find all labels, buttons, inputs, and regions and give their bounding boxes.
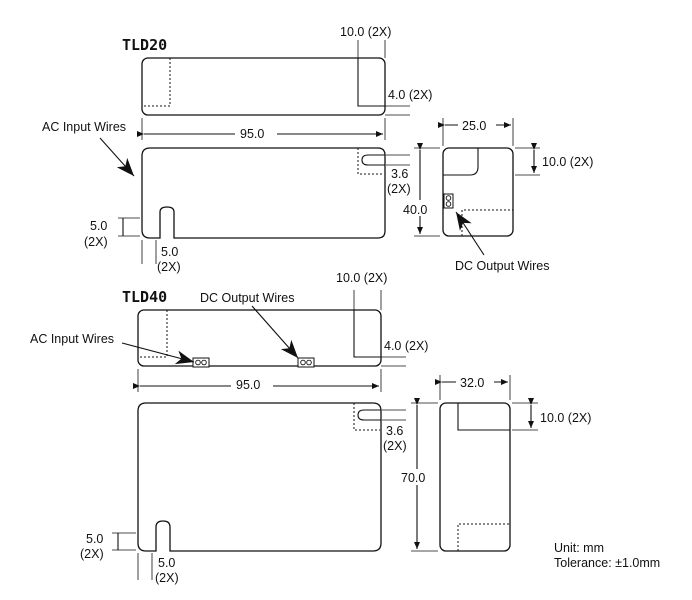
tld40-slot-left-dim-a: 5.0	[86, 532, 103, 546]
tld40-end-width-label-bg	[456, 374, 494, 390]
tld20-length-dim: 95.0	[240, 127, 264, 141]
tld40-end-width-dim: 32.0	[460, 376, 484, 390]
tld20-side-top-dim: 10.0 (2X)	[340, 25, 391, 39]
tld20-end-width-label-bg	[458, 116, 496, 132]
tld20-side-view	[141, 57, 386, 116]
tld20-end-view	[442, 147, 514, 237]
tld40-slot-bottom-dim-a: 5.0	[158, 556, 175, 570]
tld40-ac-input-arrow	[121, 342, 195, 365]
tld20-right-slot	[361, 154, 385, 166]
tld40-ac-pin-1	[195, 359, 201, 366]
tld40-end-right-dim: 10.0 (2X)	[540, 411, 591, 425]
tld40-side-outline	[137, 309, 382, 367]
tld40-slot-bottom-dim-b: (2X)	[155, 571, 179, 585]
tld40-slot-right-dim-b: (2X)	[383, 439, 407, 453]
tld20-side-hidden-line	[143, 58, 171, 107]
tld20-slot-bottom-dim-a: 5.0	[161, 245, 178, 259]
tld20-height-label-bg	[398, 200, 438, 216]
tld20-ac-input-label: AC Input Wires	[42, 120, 126, 134]
tld40-top-outline	[137, 402, 382, 552]
tld40-dc-pin-1	[300, 359, 306, 366]
tld40-height-dim: 70.0	[401, 471, 425, 485]
tld40-section: TLD40 10.0 (2X) DC Output Wires AC Input…	[30, 271, 591, 585]
tld40-right-slot	[357, 409, 381, 421]
tld20-end-flange	[443, 148, 479, 176]
tld20-dc-output-connector	[443, 193, 454, 209]
tld40-end-view	[439, 402, 511, 552]
tld40-side-right-dim: 4.0 (2X)	[384, 339, 428, 353]
tld20-side-flange	[357, 58, 385, 107]
tld40-length-dim: 95.0	[236, 378, 260, 392]
tld20-dc-pin-1	[445, 195, 452, 201]
tld20-top-hidden-line	[357, 148, 384, 175]
tld20-slot-left-dim-b: (2X)	[84, 235, 108, 249]
tld40-length-label-bg	[231, 376, 273, 392]
tld40-end-hidden-line	[457, 523, 510, 551]
tld20-title: TLD20	[122, 36, 167, 54]
tld20-end-width-dim: 25.0	[462, 119, 486, 133]
tld40-ac-pin-2	[201, 359, 207, 366]
tld40-top-hidden-line	[353, 403, 380, 431]
tld20-top-view	[141, 147, 386, 239]
tld20-dc-pin-2	[445, 201, 452, 207]
tld40-end-outline	[439, 402, 511, 552]
tld40-dc-pin-2	[306, 359, 312, 366]
tld20-height-dim: 40.0	[403, 203, 427, 217]
tld20-slot-right-dim-a: 3.6	[391, 167, 408, 181]
tld40-side-top-dim: 10.0 (2X)	[336, 271, 387, 285]
tld40-side-view	[137, 309, 382, 368]
tld20-top-outline	[141, 147, 386, 239]
tld40-slot-left-dim-b: (2X)	[80, 547, 104, 561]
tld20-length-label-bg	[235, 124, 277, 140]
tld40-dc-output-arrow	[251, 305, 299, 359]
tld20-slot-left-dim-a: 5.0	[90, 219, 107, 233]
tld20-side-right-dim: 4.0 (2X)	[388, 88, 432, 102]
tld40-side-flange	[353, 310, 381, 358]
tld40-side-hidden-line	[139, 310, 168, 358]
tolerance-note: Tolerance: ±1.0mm	[554, 556, 660, 570]
tld20-section: TLD20 10.0 (2X) 4.0 (2X) 95.0 AC Input W…	[42, 25, 593, 274]
tld20-slot-right-dim-b: (2X)	[387, 182, 411, 196]
tld40-end-flange	[457, 403, 510, 431]
unit-note: Unit: mm	[554, 541, 604, 555]
tld20-dc-output-arrow	[455, 211, 485, 256]
tld40-title: TLD40	[122, 288, 167, 306]
tld20-end-right-dim: 10.0 (2X)	[542, 155, 593, 169]
tld40-dc-output-connector	[297, 357, 315, 368]
tld40-dc-output-label: DC Output Wires	[200, 291, 294, 305]
tld40-ac-input-label: AC Input Wires	[30, 332, 114, 346]
tld40-top-view	[137, 402, 382, 552]
tld40-height-label-bg	[398, 469, 438, 485]
tld20-dc-output-label: DC Output Wires	[455, 259, 549, 273]
tld40-slot-right-dim-a: 3.6	[386, 424, 403, 438]
tld20-side-outline	[141, 57, 386, 116]
tld20-slot-bottom-dim-b: (2X)	[157, 260, 181, 274]
tld20-ac-input-arrow	[99, 137, 135, 177]
